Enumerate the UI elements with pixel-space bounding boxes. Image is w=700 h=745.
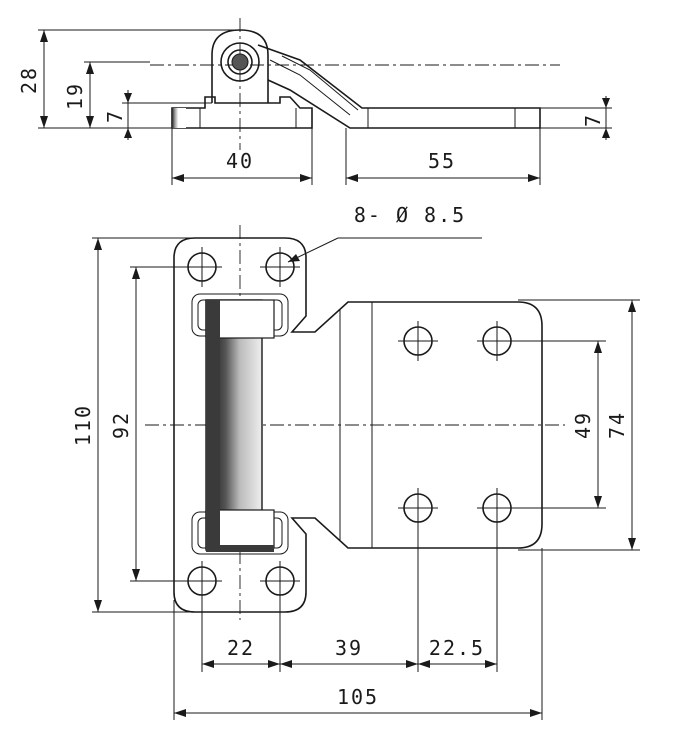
dim-39-arrow-left — [280, 660, 292, 668]
dim-7-left-arrow-bottom — [124, 128, 132, 138]
dim-49-arrow-bottom — [594, 496, 602, 508]
dim-28-arrow-top — [40, 30, 48, 42]
side-left-plate — [171, 96, 313, 129]
hinge-outline — [173, 237, 543, 613]
dim-40-label: 40 — [226, 149, 254, 173]
dim-39-label: 39 — [335, 636, 363, 660]
dim-55-arrow-left — [346, 174, 358, 182]
dim-7-right-label: 7 — [581, 113, 605, 127]
dim-92-arrow-top — [132, 267, 140, 279]
dim-49-arrow-top — [594, 341, 602, 353]
hole-left-top-2 — [260, 247, 300, 287]
top-view: 8- Ø 8.5 110 92 49 74 — [71, 203, 640, 720]
dim-22-arrow-left — [202, 660, 214, 668]
dim-105-arrow-right — [530, 709, 542, 717]
dim-105-arrow-left — [174, 709, 186, 717]
dim-28-arrow-bottom — [40, 116, 48, 128]
side-knuckle-outer-circle — [220, 42, 260, 82]
dim-7-left-arrow-top — [124, 93, 132, 103]
dim-19-arrow-top — [86, 62, 94, 74]
dim-55-label: 55 — [428, 149, 456, 173]
side-bent-arm-inner — [269, 59, 351, 116]
dim-7-right-arrow-bottom — [602, 128, 610, 138]
dim-19-label: 19 — [63, 82, 87, 110]
hinge-pin-shadow — [206, 300, 220, 550]
dim-28-label: 28 — [17, 66, 41, 94]
dim-92-label: 92 — [109, 411, 133, 439]
dim-22-5-arrow-right — [485, 660, 497, 668]
hole-callout-arrow — [288, 254, 300, 262]
dim-39-arrow-right — [406, 660, 418, 668]
dim-40-arrow-left — [172, 174, 184, 182]
dim-22-5-label: 22.5 — [429, 636, 485, 660]
side-view: 28 19 7 7 40 55 — [17, 18, 612, 185]
side-pin-circle — [231, 53, 249, 71]
hole-right-bottom-1 — [398, 488, 438, 528]
dim-22-5-arrow-left — [418, 660, 430, 668]
dim-105-label: 105 — [337, 685, 379, 709]
dim-110-arrow-top — [94, 238, 102, 250]
dim-7-left-label: 7 — [103, 109, 127, 123]
side-left-plate-shade — [172, 108, 186, 128]
dim-74-arrow-bottom — [628, 538, 636, 550]
dim-110-arrow-bottom — [94, 600, 102, 612]
dim-55-arrow-right — [528, 174, 540, 182]
side-bent-arm-inner-2 — [281, 55, 359, 111]
hole-right-top-1 — [398, 321, 438, 361]
hinge-pin-bottom-shadow — [206, 545, 274, 552]
side-knuckle-inner-circle — [227, 49, 253, 75]
dim-74-arrow-top — [628, 300, 636, 312]
dim-110-label: 110 — [71, 404, 95, 446]
dim-92-arrow-bottom — [132, 569, 140, 581]
dim-22-label: 22 — [227, 636, 255, 660]
dim-40-arrow-right — [300, 174, 312, 182]
dim-7-right-arrow-top — [602, 98, 610, 108]
dim-49-label: 49 — [571, 411, 595, 439]
hole-callout-label: 8- Ø 8.5 — [354, 203, 466, 227]
dim-22-arrow-right — [268, 660, 280, 668]
dim-74-label: 74 — [605, 411, 629, 439]
dim-19-arrow-bottom — [86, 116, 94, 128]
side-bent-arm — [257, 44, 541, 129]
